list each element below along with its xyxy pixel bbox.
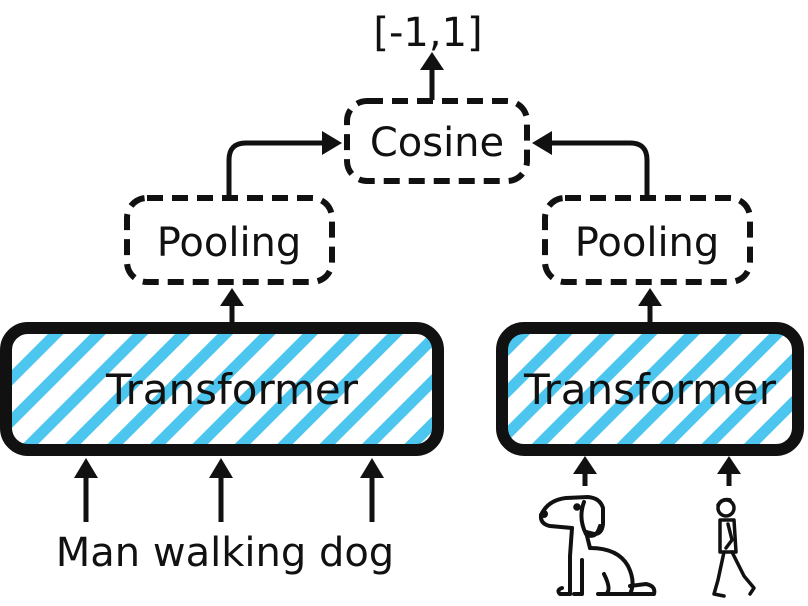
pooling-node-right: Pooling: [542, 195, 753, 285]
arrow-left-transformer-to-pooling: [220, 288, 244, 324]
arrow-cosine-to-output: [420, 52, 444, 100]
output-range-label: [-1,1]: [373, 10, 482, 56]
walking-man-icon: [712, 497, 756, 598]
arrow-input-man-image: [717, 456, 741, 486]
transformer-node-right: Transformer: [496, 322, 804, 456]
cosine-label: Cosine: [370, 120, 504, 166]
pooling-label-left: Pooling: [157, 220, 302, 266]
arrow-right-pooling-to-cosine: [532, 131, 650, 196]
dog-icon: [538, 495, 657, 596]
pooling-node-left: Pooling: [124, 195, 335, 285]
pooling-label-right: Pooling: [575, 220, 720, 266]
input-sentence: Man walking dog: [56, 530, 394, 576]
arrow-right-transformer-to-pooling: [638, 288, 662, 324]
transformer-label-left: Transformer: [105, 365, 359, 414]
arrow-input-dog: [360, 458, 384, 522]
arrow-input-walking: [209, 458, 233, 522]
arrow-input-dog-image: [573, 456, 597, 486]
arrow-left-pooling-to-cosine: [226, 131, 342, 196]
cosine-node: Cosine: [344, 98, 530, 184]
transformer-node-left: Transformer: [0, 322, 444, 456]
transformer-label-right: Transformer: [523, 365, 777, 414]
arrow-input-man: [74, 458, 98, 522]
